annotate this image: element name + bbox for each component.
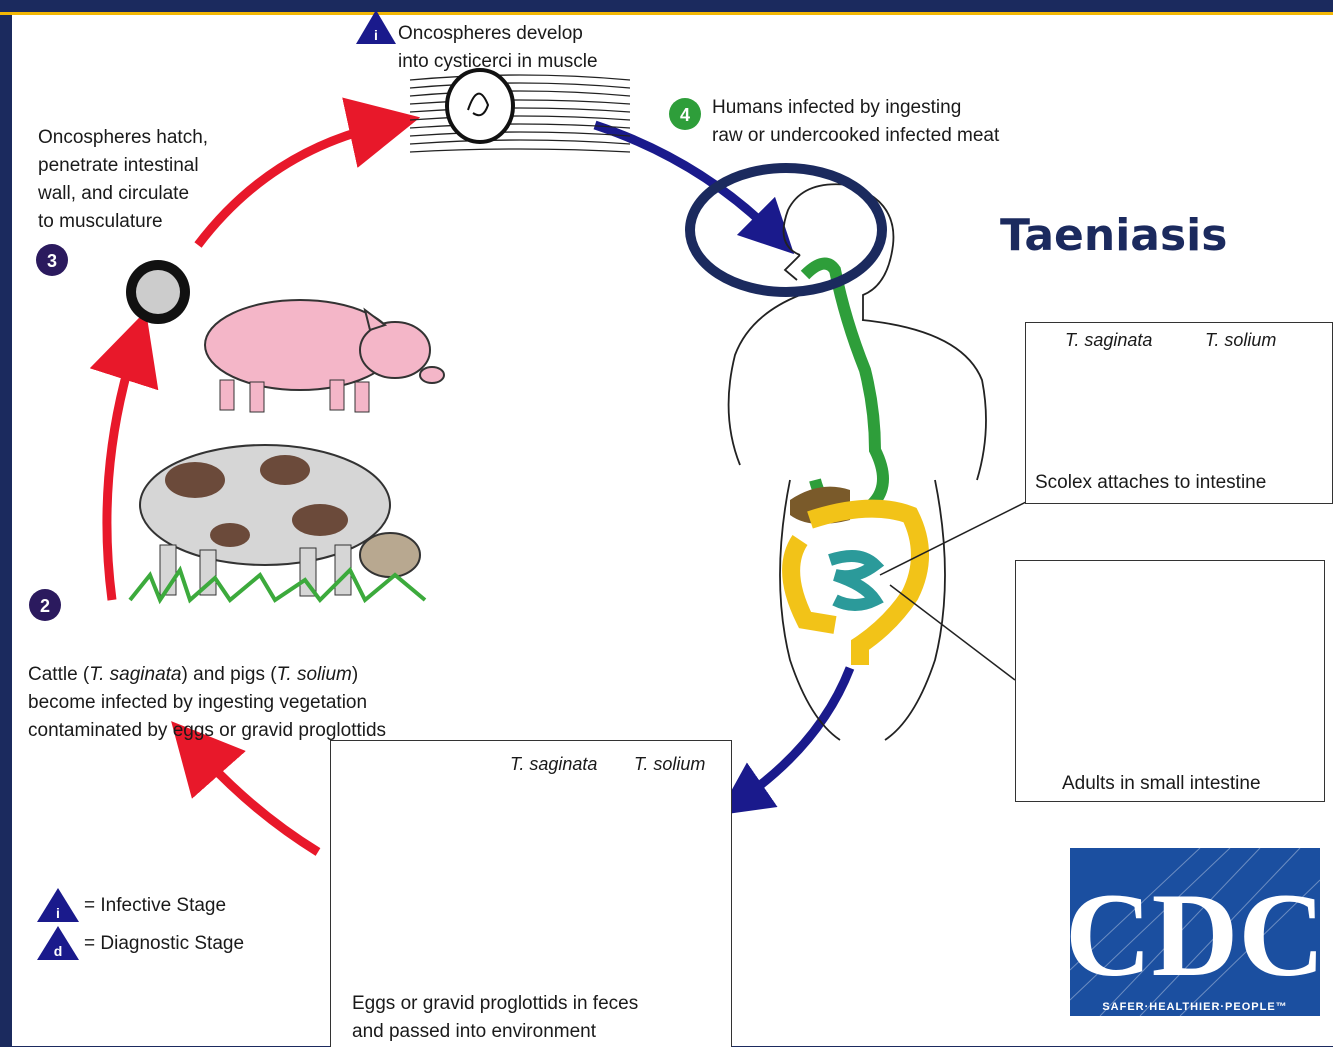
stage-number-2: 2 [40,596,50,616]
page-title: Taeniasis [1000,210,1227,261]
adults-callout-box [1015,560,1325,802]
callout-line-adults [890,585,1015,680]
cattle-illustration [130,445,425,600]
arrow-oncosphere-to-muscle [198,125,385,245]
stage-2-caption: Cattle (T. saginata) and pigs (T. solium… [28,633,386,773]
scolex-label-saginata: T. saginata [1065,326,1152,354]
legend-infective-triangle: i [37,888,79,922]
stage-4-caption: Humans infected by ingesting raw or unde… [712,94,999,150]
legend-infective-label: = Infective Stage [84,892,226,920]
stage-1-caption: Eggs or gravid proglottids in feces and … [352,990,638,1046]
cdc-logo: CDC SAFER·HEALTHIER·PEOPLE™ [1065,848,1325,1016]
legend-diagnostic-triangle: d [37,926,79,960]
stage-2-text-a: Cattle ( [28,664,89,685]
mouth-highlight-circle [690,168,882,292]
svg-text:d: d [54,943,63,959]
stage-number-3: 3 [47,251,57,271]
cdc-tagline: SAFER·HEALTHIER·PEOPLE™ [1102,1001,1287,1013]
stage-2-species-solium: T. solium [277,664,352,685]
stage-2-species-saginata: T. saginata [89,664,181,685]
svg-text:i: i [374,27,378,43]
digestive-tract-illustration [790,264,920,665]
svg-text:i: i [56,905,60,921]
pig-illustration [205,300,444,412]
proglottid-label-saginata: T. saginata [510,750,597,778]
muscle-cysticercus-illustration [410,70,630,152]
stage-2-text-b: ) and pigs ( [182,664,277,685]
oncosphere-illustration [126,260,190,324]
stage-3-caption: Oncospheres hatch, penetrate intestinal … [38,124,208,236]
proglottid-label-solium: T. solium [634,750,705,778]
scolex-label-solium: T. solium [1205,326,1276,354]
stage-5-caption: Scolex attaches to intestine [1035,469,1266,497]
arrow-cattle-to-oncosphere [107,345,135,600]
stage-2-text-rest: become infected by ingesting vegetation … [28,689,386,745]
legend-diagnostic-label: = Diagnostic Stage [84,930,244,958]
infective-stage-triangle: i [356,10,396,44]
stage-6-caption: Adults in small intestine [1062,770,1261,798]
stage-badge-3: 3 [36,244,68,276]
stage-badge-2: 2 [29,589,61,621]
infective-stage-caption: Oncospheres develop into cysticerci in m… [398,20,598,76]
stage-number-4: 4 [680,105,690,125]
stage-badge-4: 4 [669,98,701,130]
stage-2-text-c: ) [352,664,358,685]
cdc-logo-text: CDC [1065,868,1325,1001]
